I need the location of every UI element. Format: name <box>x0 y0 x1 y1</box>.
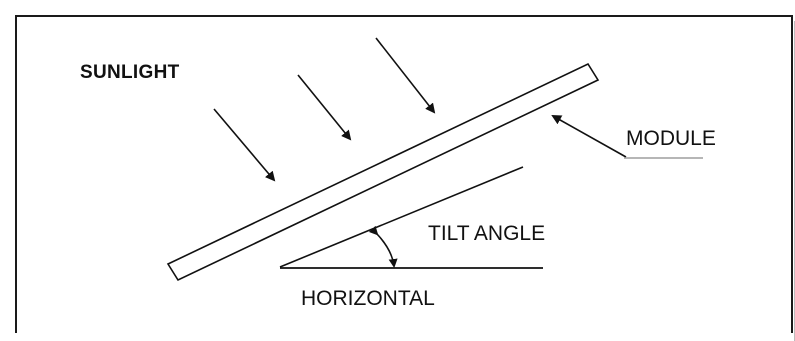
tilt-reference-line <box>279 166 524 268</box>
sunlight-ray-2 <box>297 74 352 141</box>
horizontal-label: HORIZONTAL <box>301 287 435 310</box>
sunlight-label: SUNLIGHT <box>80 62 180 83</box>
tilt-angle-arc <box>368 225 398 268</box>
tilt-angle-label: TILT ANGLE <box>428 222 546 245</box>
module-label: MODULE <box>626 127 716 150</box>
sunlight-ray-3 <box>375 37 436 114</box>
sunlight-ray-1 <box>213 108 276 182</box>
tilt-angle-diagram <box>166 37 703 282</box>
diagram-frame <box>15 15 795 341</box>
module-pointer-arrow <box>551 115 627 158</box>
solar-module-panel <box>166 62 600 282</box>
